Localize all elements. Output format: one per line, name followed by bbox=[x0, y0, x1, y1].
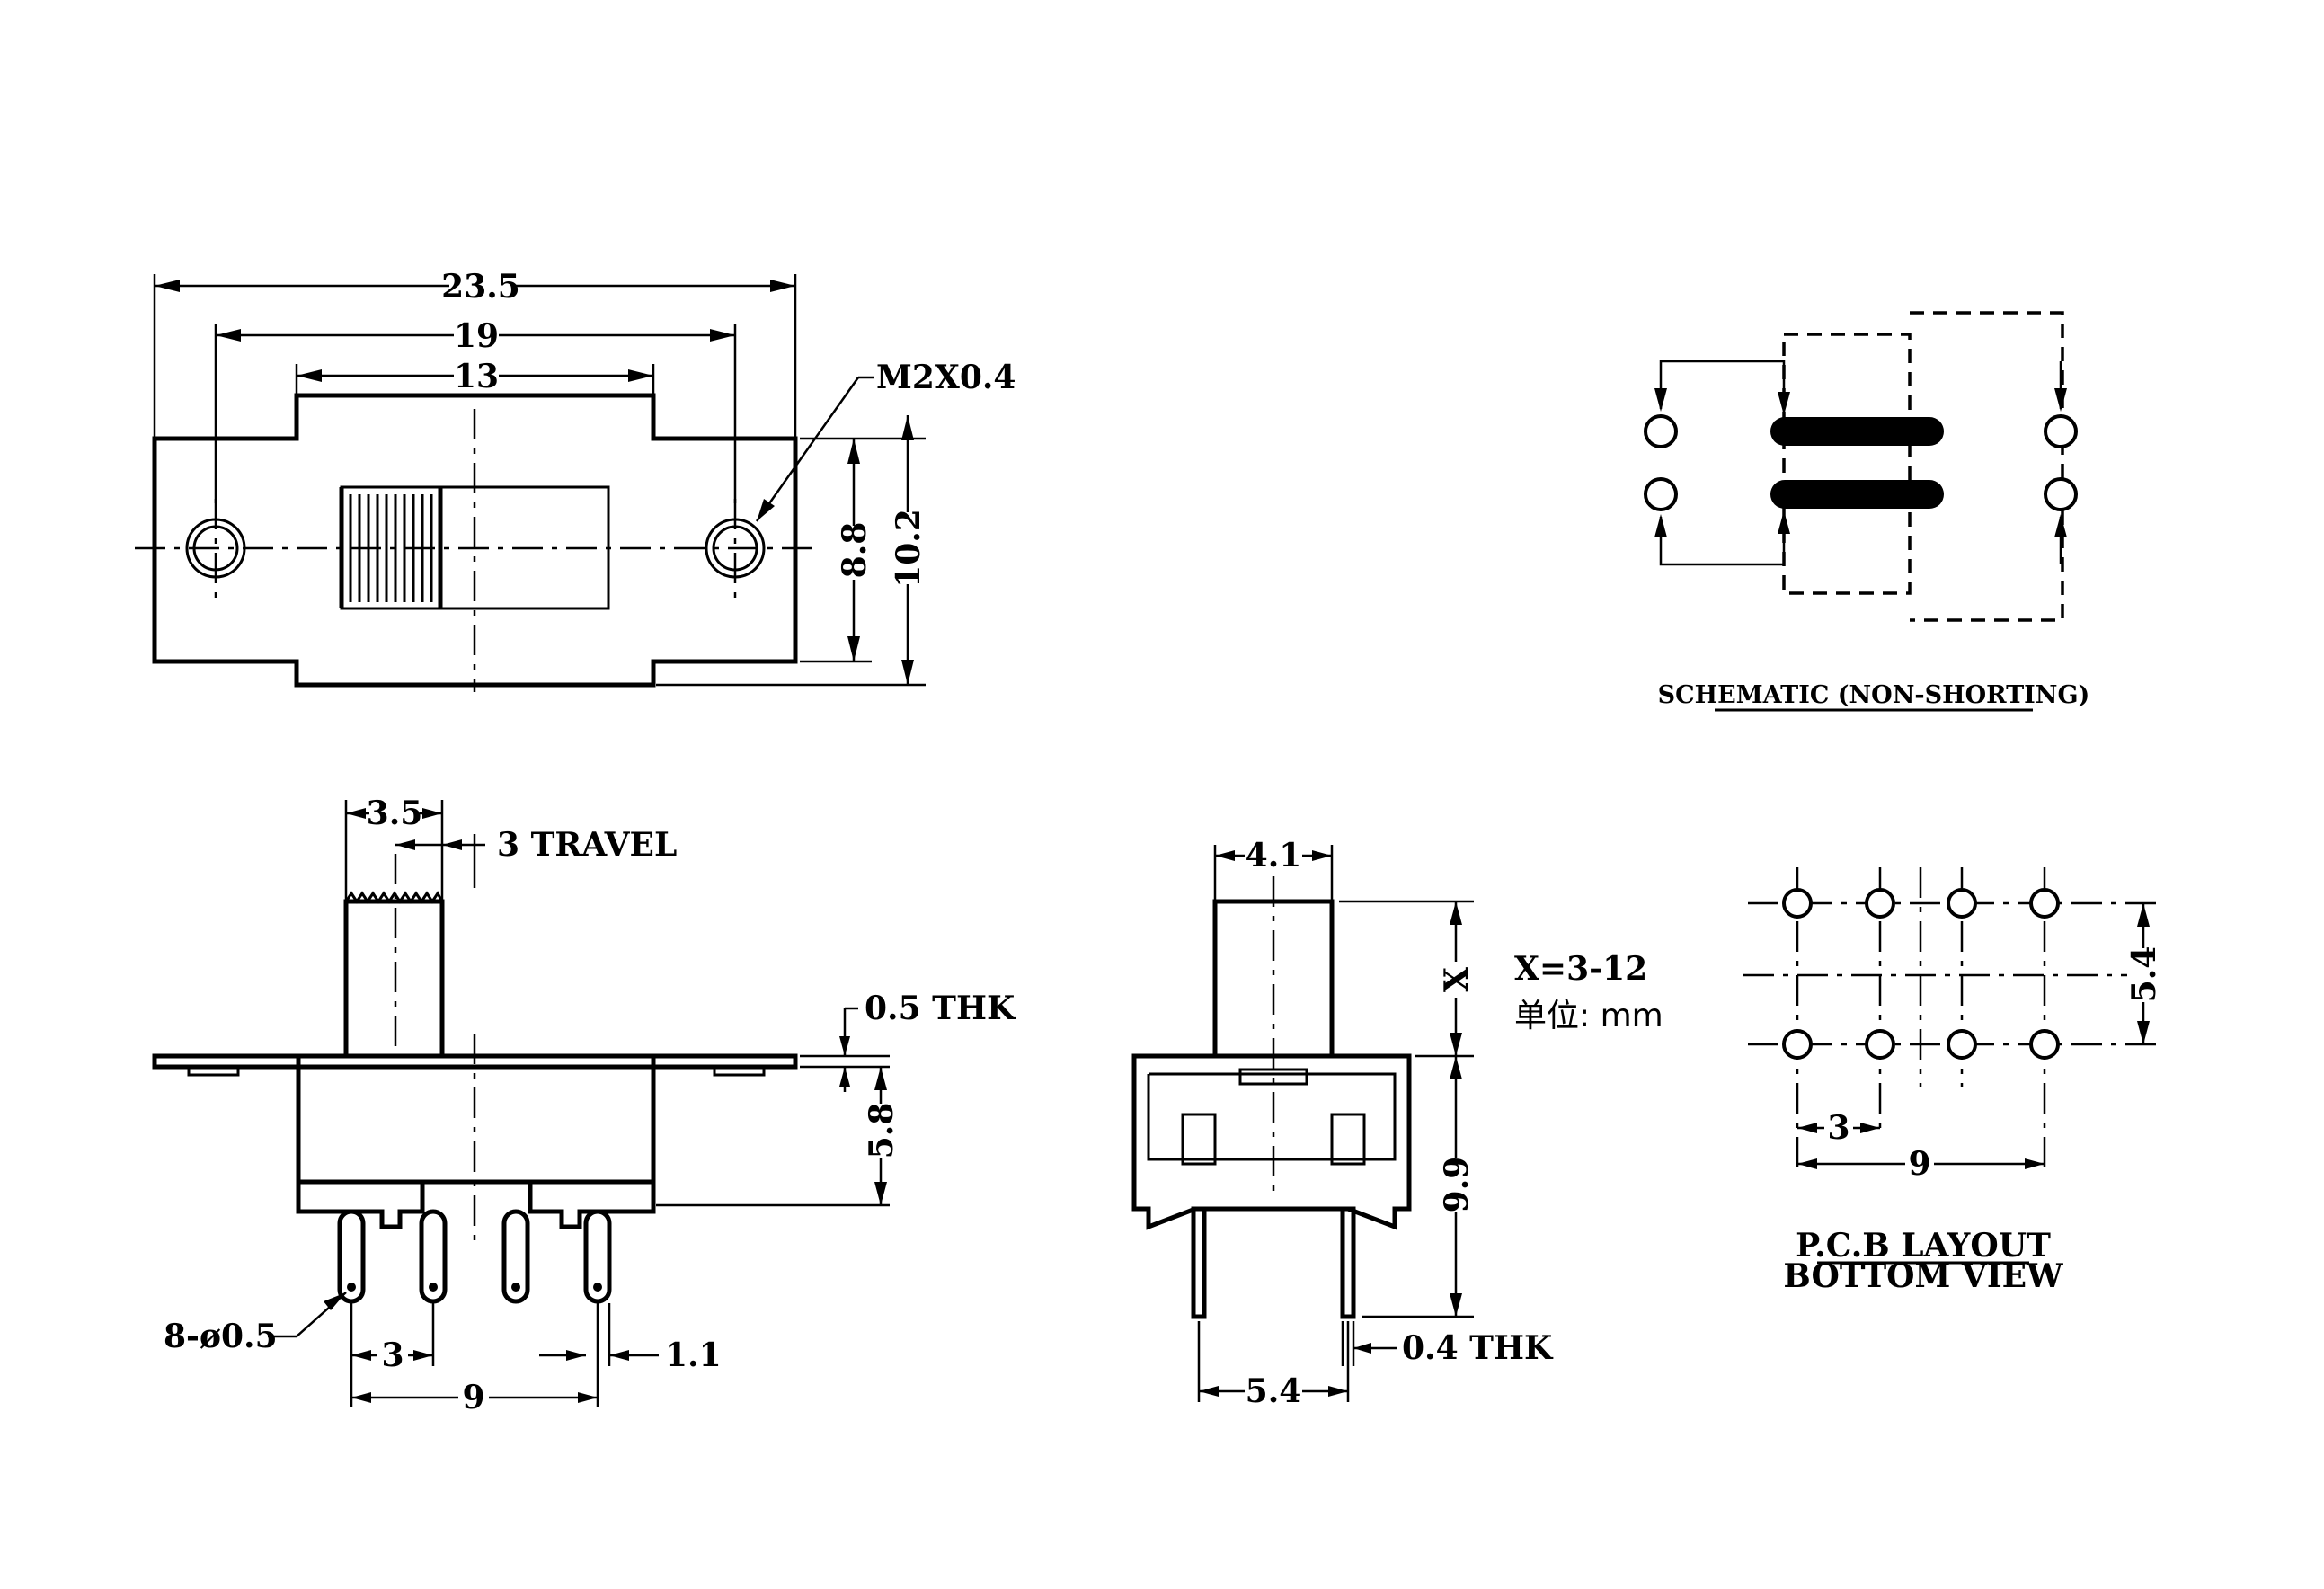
pin bbox=[419, 1209, 448, 1304]
x-range-note: X=3-12 bbox=[1514, 950, 1647, 988]
pad-hole bbox=[1947, 1029, 1977, 1060]
dim-body-width: 13 bbox=[454, 358, 499, 395]
body-base bbox=[296, 1179, 656, 1229]
schematic: SCHEMATIC (NON-SHORTING) bbox=[1644, 311, 2090, 712]
pad-hole bbox=[1865, 1029, 1895, 1060]
thread-callout: M2X0.4 bbox=[876, 359, 1016, 396]
dim-mount-spacing: 19 bbox=[454, 317, 499, 355]
terminal-left-bottom bbox=[1644, 477, 1678, 511]
dim-knob-depth: 4.1 bbox=[1246, 837, 1302, 874]
front-view: 3.5 3 TRAVEL 0.5 THK 5.8 8-ø0.5 bbox=[152, 794, 1016, 1416]
pcb-layout: 5.4 3 9 P.C.B LAYOUT BOTTOM VIEW bbox=[1743, 867, 2163, 1295]
dim-pin-span: 9 bbox=[462, 1379, 484, 1416]
dim-pin-width: 1.1 bbox=[665, 1336, 722, 1374]
dim-pin-diameter: 8-ø0.5 bbox=[164, 1318, 278, 1355]
pad-hole bbox=[2029, 1029, 2060, 1060]
top-view: 23.5 19 13 8.8 10.2 M2X0.4 bbox=[135, 268, 1016, 692]
dim-body-depth: 5.8 bbox=[863, 1103, 900, 1159]
pad-hole bbox=[1947, 888, 1977, 919]
dim-travel: 3 TRAVEL bbox=[497, 826, 677, 864]
dim-pin-pitch: 3 bbox=[381, 1336, 404, 1374]
side-pin-left bbox=[1191, 1206, 1207, 1319]
contact-right bbox=[1330, 1113, 1366, 1166]
dim-body-height: 8.8 bbox=[836, 522, 874, 579]
dim-row-pitch: 5.4 bbox=[2125, 946, 2163, 1003]
pin bbox=[337, 1209, 366, 1304]
switch-body bbox=[296, 1053, 656, 1185]
slider-knob-side bbox=[343, 899, 445, 1056]
pin bbox=[501, 1209, 530, 1304]
contact-left bbox=[1181, 1113, 1217, 1166]
contact-bar-top bbox=[1770, 417, 1944, 446]
schematic-caption: SCHEMATIC (NON-SHORTING) bbox=[1658, 681, 2090, 709]
slider-knob-end bbox=[1212, 899, 1335, 1059]
contact-bar-bottom bbox=[1770, 480, 1944, 509]
side-frame bbox=[1131, 1053, 1412, 1230]
dim-knob-height: X bbox=[1438, 967, 1476, 992]
actuator-position-a bbox=[1782, 333, 1912, 595]
units-note: 单位: mm bbox=[1514, 998, 1663, 1034]
dim-knob-width: 3.5 bbox=[367, 794, 423, 832]
pin bbox=[583, 1209, 612, 1304]
pad-hole bbox=[2029, 888, 2060, 919]
dim-pad-span: 9 bbox=[1908, 1145, 1930, 1183]
terminal-left-top bbox=[1644, 414, 1678, 448]
dim-pin-thickness: 0.4 THK bbox=[1402, 1329, 1554, 1367]
dim-col-pitch: 3 bbox=[1827, 1109, 1849, 1147]
dim-overall-height: 10.2 bbox=[890, 509, 927, 588]
dim-pin-spacing: 5.4 bbox=[1246, 1372, 1302, 1410]
side-view: 4.1 X 9.9 5.4 0.4 THK X=3-12 单位: mm bbox=[1131, 837, 1663, 1410]
terminal-right-bottom bbox=[2044, 477, 2078, 511]
pin-row bbox=[337, 1209, 612, 1304]
side-pin-right bbox=[1340, 1206, 1356, 1319]
dim-overall-height: 9.9 bbox=[1438, 1157, 1476, 1213]
terminal-right-top bbox=[2044, 414, 2078, 448]
dim-plate-thickness: 0.5 THK bbox=[865, 990, 1016, 1027]
pad-hole bbox=[1782, 1029, 1813, 1060]
pad-hole bbox=[1782, 888, 1813, 919]
pcb-caption-subtitle: BOTTOM VIEW bbox=[1783, 1257, 2063, 1295]
dim-overall-width: 23.5 bbox=[441, 268, 520, 306]
pad-hole bbox=[1865, 888, 1895, 919]
actuator-position-b bbox=[1910, 311, 2064, 622]
pcb-caption-title: P.C.B LAYOUT bbox=[1796, 1227, 2051, 1265]
